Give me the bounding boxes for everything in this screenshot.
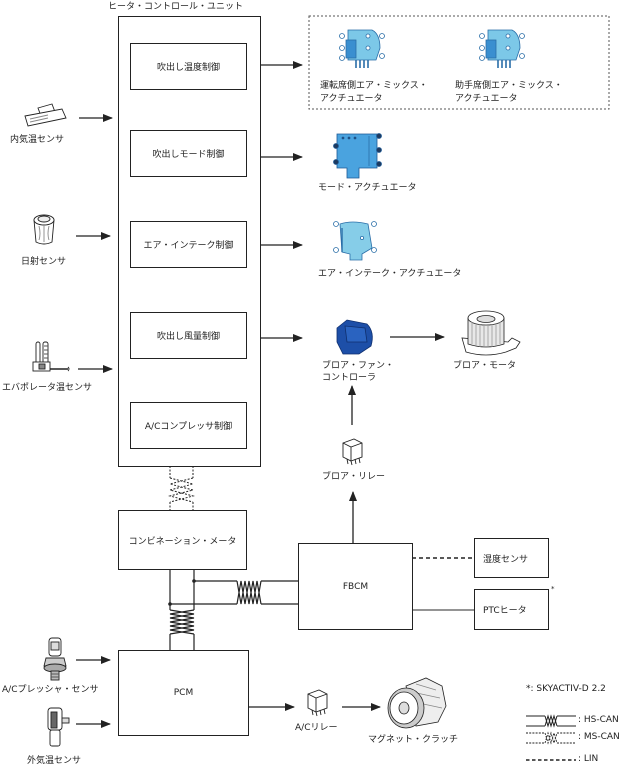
ptc-heater-label: PTCヒータ [483,606,527,616]
evaporator-temperature-sensor-icon [32,341,70,372]
air-intake-actuator-icon [333,221,377,261]
block-label: 吹出しモード制御 [152,150,225,160]
hs-can-network [169,570,298,650]
hcu-title: ヒータ・コントロール・ユニット [108,2,244,12]
passenger-air-mix-actuator-icon [479,29,525,68]
blower-fan-controller-label-2: コントローラ [322,373,377,383]
air-mix-group-frame [308,15,610,110]
legend-footnote: *: SKYACTIV-D 2.2 [526,684,606,694]
passenger-air-mix-label-2: アクチュエータ [455,94,518,104]
block-air-intake-control: エア・インテーク制御 [130,221,247,268]
blower-fan-controller-label-1: ブロア・ファン・ [322,361,395,371]
junction-dot [192,579,196,583]
ambient-temp-sensor-label: 外気温センサ [27,756,82,766]
block-ac-compressor-control: A/Cコンプレッサ制御 [130,402,247,449]
legend-ms-can-label: : MS-CAN [578,732,620,742]
ambient-temperature-sensor-icon [47,707,70,747]
block-outlet-temp-control: 吹出し温度制御 [130,43,247,90]
ptc-heater-note-mark: * [551,585,555,593]
module-label: コンビネーション・メータ [128,536,237,547]
ptc-heater: PTCヒータ [474,589,549,630]
mode-actuator-label: モード・アクチュエータ [318,183,417,193]
ac-relay-label: A/Cリレー [295,723,338,733]
ac-pressure-sensor-label: A/Cプレッシャ・センサ [2,685,99,695]
fbcm-module: FBCM [298,543,413,630]
driver-air-mix-label-1: 運転席側エア・ミックス・ [320,81,428,91]
magnet-clutch-icon [387,677,447,729]
block-label: 吹出し風量制御 [156,332,220,342]
module-label: PCM [173,688,194,698]
ac-relay-icon [307,689,328,717]
mode-actuator-icon [333,133,382,179]
blower-relay-label: ブロア・リレー [322,472,386,482]
solar-sensor-icon [33,214,55,245]
block-label: エア・インテーク制御 [143,241,234,251]
cabin-temperature-sensor-icon [24,103,67,127]
block-label: A/Cコンプレッサ制御 [144,422,233,432]
driver-air-mix-label-2: アクチュエータ [320,94,383,104]
blower-fan-controller-icon [336,319,373,355]
pcm-module: PCM [118,650,249,736]
legend-hs-can-symbol [526,714,576,728]
ms-can-hcu-meter [168,466,195,510]
humidity-sensor-label: 湿度センサ [483,554,529,565]
air-intake-actuator-label: エア・インテーク・アクチュエータ [318,269,462,279]
blower-relay-icon [342,438,363,466]
block-outlet-mode-control: 吹出しモード制御 [130,130,247,177]
solar-sensor-label: 日射センサ [21,257,67,267]
legend-ms-can-symbol [526,731,576,745]
legend-lin-label: : LIN [578,754,599,764]
passenger-air-mix-label-1: 助手席側エア・ミックス・ [455,81,563,91]
block-airflow-control: 吹出し風量制御 [130,312,247,359]
ac-pressure-sensor-icon [43,637,67,681]
cabin-temp-sensor-label: 内気温センサ [10,135,65,145]
evaporator-temp-sensor-label: エバポレータ温センサ [2,383,93,393]
module-label: FBCM [342,581,369,592]
blower-motor-icon [461,310,521,356]
block-label: 吹出し温度制御 [156,63,220,73]
magnet-clutch-label: マグネット・クラッチ [368,735,459,745]
driver-air-mix-actuator-icon [339,29,385,68]
combination-meter: コンビネーション・メータ [118,510,247,570]
legend-hs-can-label: : HS-CAN [578,715,619,725]
blower-motor-label: ブロア・モータ [453,361,517,371]
humidity-sensor: 湿度センサ [474,538,549,578]
junction-dot [168,602,172,606]
